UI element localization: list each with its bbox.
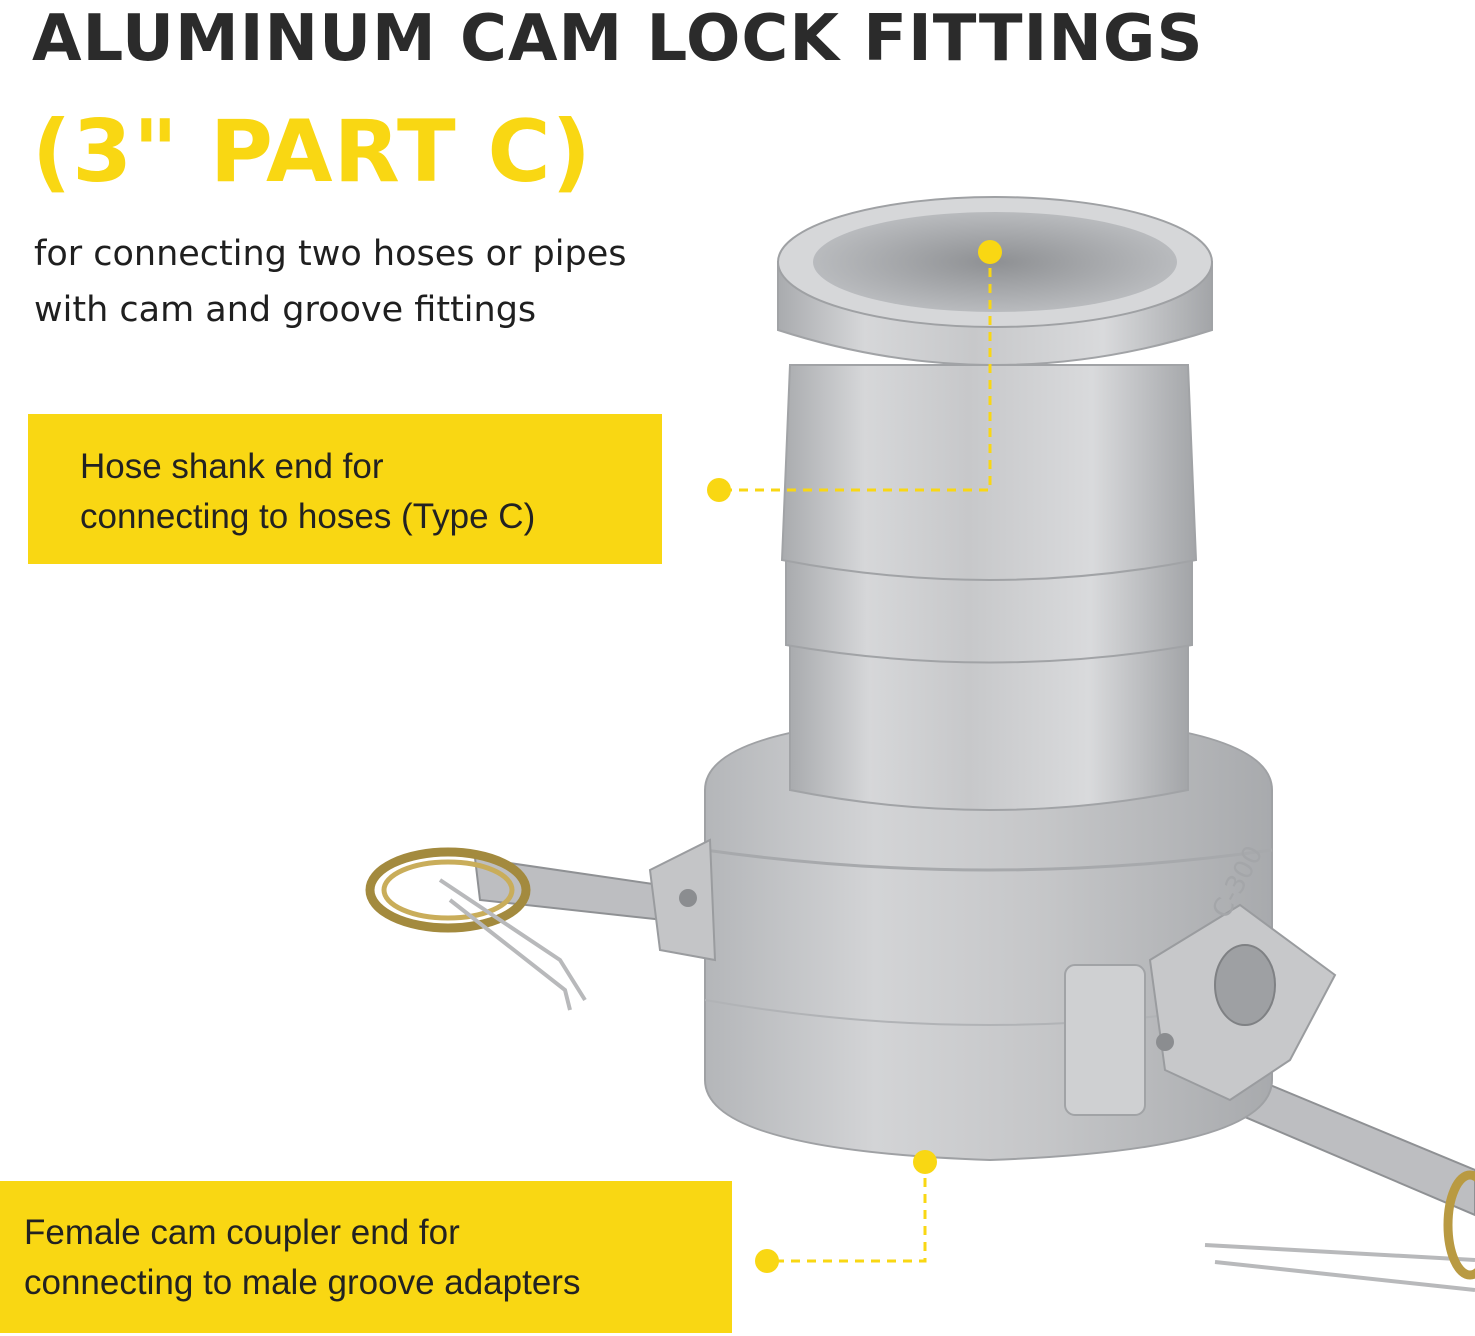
marker-dot <box>913 1150 937 1174</box>
callout-1-line-1: Hose shank end for <box>80 447 384 486</box>
marker-dot <box>707 478 731 502</box>
marker-dot <box>978 240 1002 264</box>
hose-shank-callout: Hose shank end for connecting to hoses (… <box>28 414 662 564</box>
marker-dot <box>755 1249 779 1273</box>
intro-text: for connecting two hoses or pipes with c… <box>34 226 627 338</box>
page-subtitle: (3" PART C) <box>32 102 592 202</box>
hose-shank <box>777 196 1213 811</box>
page-title: ALUMINUM CAM LOCK FITTINGS <box>32 2 1204 76</box>
callout-1-line-2: connecting to hoses (Type C) <box>80 497 536 536</box>
intro-line-2: with cam and groove fittings <box>34 290 537 330</box>
coupler-callout: Female cam coupler end for connecting to… <box>0 1181 732 1333</box>
callout-leader-1 <box>707 240 1002 502</box>
intro-line-1: for connecting two hoses or pipes <box>34 234 627 274</box>
callout-2-line-2: connecting to male groove adapters <box>24 1263 581 1302</box>
left-cam-arm <box>365 847 666 1011</box>
callout-leader-2 <box>755 1150 937 1273</box>
coupler-body: C-300 <box>648 713 1337 1162</box>
callout-2-line-1: Female cam coupler end for <box>24 1213 460 1252</box>
